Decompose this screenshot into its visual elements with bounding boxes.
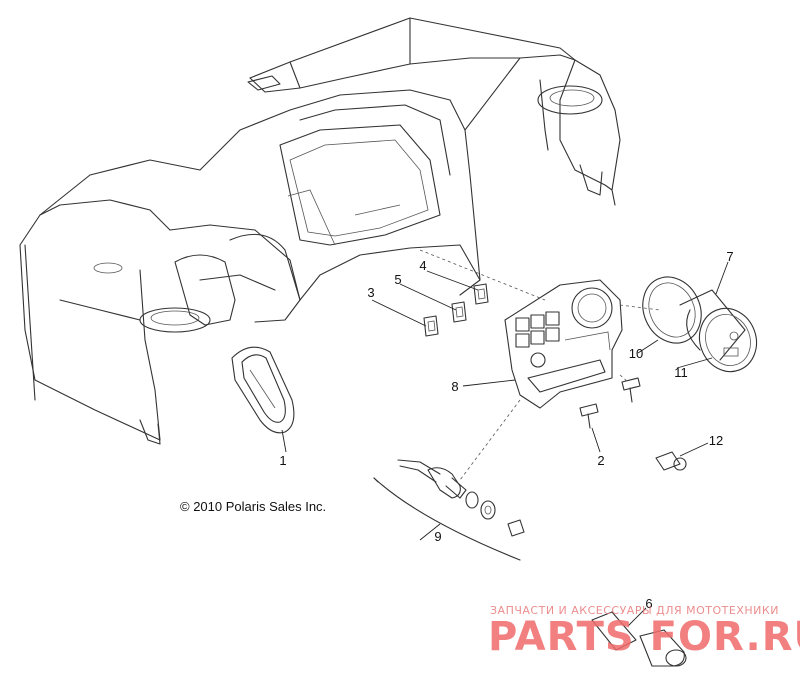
assembly-line-socket [459,399,521,481]
part-switch-4 [473,283,489,305]
callout-6: 6 [645,596,652,611]
leader-lines [281,261,729,627]
dashboard-body [19,17,621,445]
callout-5: 5 [394,272,401,287]
callout-12: 12 [709,433,723,448]
part-instrument-bezel [504,279,623,409]
part-column-boot [231,346,295,434]
assembly-line-gauge [619,304,661,311]
callout-4: 4 [419,258,426,273]
part-screws [579,377,641,429]
callout-3: 3 [367,285,374,300]
callout-9: 9 [434,529,441,544]
part-speedometer [679,289,758,373]
callout-7: 7 [726,249,733,264]
part-connector [655,451,687,471]
callout-2: 2 [597,453,604,468]
part-fuse-holder [591,611,687,667]
assembly-line-screw [619,374,629,383]
callout-11: 11 [674,365,688,380]
copyright-text: © 2010 Polaris Sales Inc. [180,499,326,514]
watermark-brand: PARTS FOR.RU [488,614,800,660]
watermark: ЗАПЧАСТИ И АКСЕССУАРЫ ДЛЯ МОТОТЕХНИКИ PA… [488,604,800,660]
part-gauge-ring [642,276,702,344]
watermark-tagline: ЗАПЧАСТИ И АКСЕССУАРЫ ДЛЯ МОТОТЕХНИКИ [490,604,779,617]
callout-8: 8 [451,379,458,394]
part-switch-3 [423,315,439,337]
assembly-line-bezel [419,249,546,301]
part-power-socket [373,459,525,561]
callout-10: 10 [629,346,643,361]
callout-1: 1 [279,453,286,468]
part-switch-5 [451,301,467,323]
